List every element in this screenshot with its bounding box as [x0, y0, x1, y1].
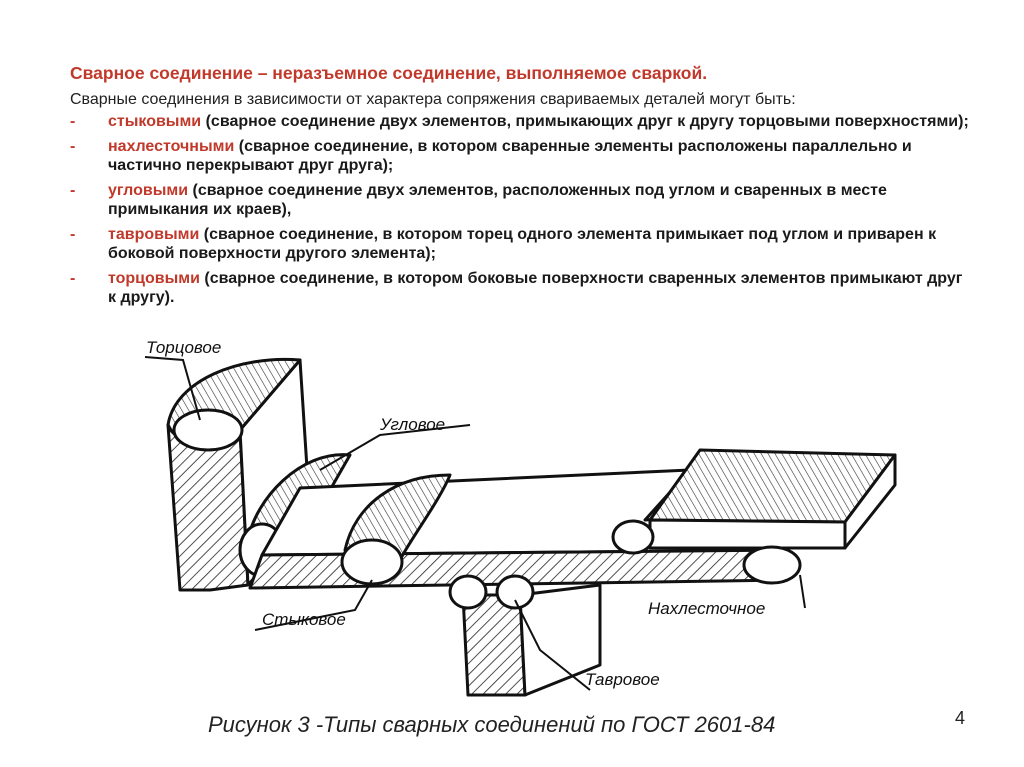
label-butt: Стыковое: [262, 610, 346, 629]
leader-tee: [514, 599, 591, 691]
joint-type-list: - стыковыми (сварное соединение двух элем…: [70, 112, 970, 313]
slide-title: Сварное соединение – неразъемное соедине…: [70, 63, 708, 83]
leader-end: [144, 356, 201, 421]
intro-text: Сварные соединения в зависимости от хара…: [70, 91, 796, 108]
definition-butt: (сварное соединение двух элементов, прим…: [201, 113, 969, 130]
bullet-dash: -: [70, 182, 76, 199]
term-corner: угловыми: [108, 182, 189, 199]
definition-lap: (сварное соединение, в котором сваренные…: [108, 138, 912, 174]
leader-butt: [254, 579, 373, 631]
list-item-end: - торцовыми (сварное соединение, в которо…: [70, 269, 970, 307]
page-number: 4: [955, 708, 966, 728]
label-corner: Угловое: [379, 415, 445, 434]
tee-weld-right: [495, 574, 535, 610]
bullet-dash: -: [70, 270, 76, 287]
lap-weld-section-upper: [611, 519, 655, 555]
leader-corner: [319, 424, 471, 471]
figure-caption: Рисунок 3 -Типы сварных соединений по ГО…: [208, 712, 776, 737]
term-end: торцовыми: [108, 270, 200, 287]
bullet-dash: -: [70, 113, 76, 130]
lap-weld-section-lower: [742, 545, 802, 585]
definition-end: (сварное соединение, в котором боковые п…: [108, 270, 963, 306]
tee-plate: [461, 593, 527, 697]
list-item-tee: - тавровыми (сварное соединение, в которо…: [70, 225, 970, 263]
term-tee: тавровыми: [108, 226, 200, 243]
butt-weld-section: [340, 538, 404, 586]
list-item-corner: - угловыми (сварное соединение двух элеме…: [70, 181, 970, 219]
end-weld-section: [172, 408, 244, 452]
definition-corner: (сварное соединение двух элементов, расп…: [108, 182, 887, 218]
term-lap: нахлесточными: [108, 138, 235, 155]
label-lap: Нахлесточное: [648, 599, 765, 618]
lap-plate-front: [648, 518, 847, 550]
list-item-lap: - нахлесточными (сварное соединение, в ко…: [70, 137, 970, 175]
definition-tee: (сварное соединение, в котором торец одн…: [108, 226, 937, 262]
tee-plate-side: [518, 583, 602, 697]
term-butt: стыковыми: [108, 113, 202, 130]
label-end: Торцовое: [146, 338, 221, 357]
bullet-dash: -: [70, 138, 76, 155]
leader-lap: [799, 574, 806, 609]
lap-plate-side: [843, 453, 897, 550]
list-item-butt: - стыковыми (сварное соединение двух элем…: [70, 112, 970, 131]
bullet-dash: -: [70, 226, 76, 243]
tee-weld-left: [448, 574, 488, 610]
label-tee: Тавровое: [585, 670, 660, 689]
